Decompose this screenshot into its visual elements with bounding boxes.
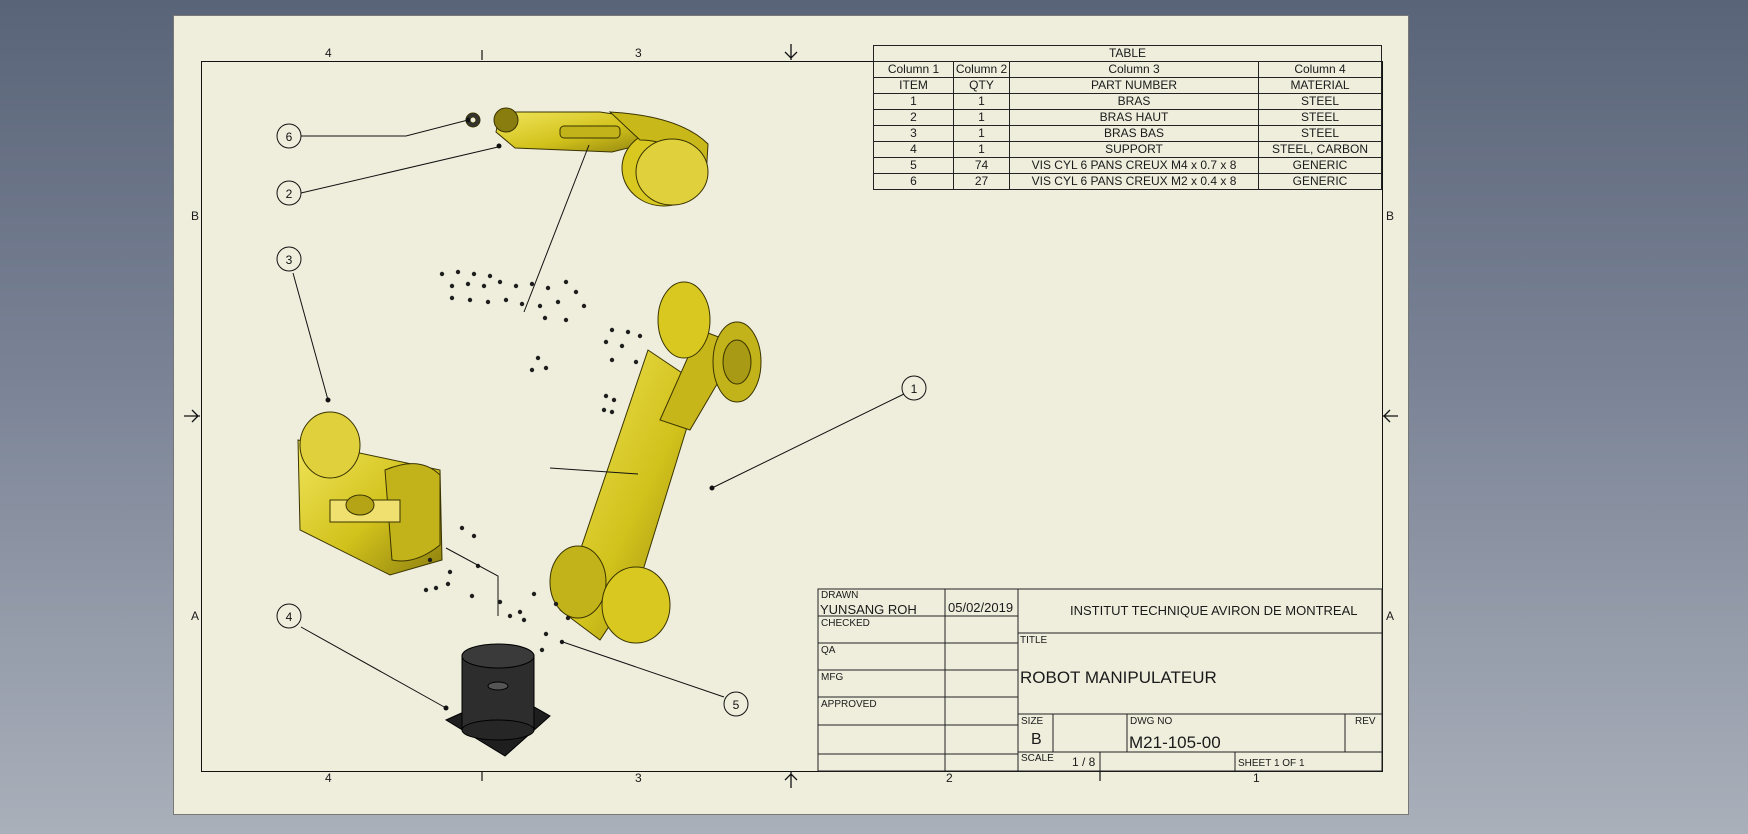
balloon-2: 2 <box>286 187 293 201</box>
bom-cell-material: GENERIC <box>1258 157 1382 174</box>
drawn-by: YUNSANG ROH <box>820 602 917 617</box>
table-row: 3 1 BRAS BAS STEEL <box>873 125 1382 142</box>
balloon-3: 3 <box>286 253 293 267</box>
bom-cell-material: STEEL, CARBON <box>1258 141 1382 158</box>
zone-top-3: 3 <box>635 46 642 60</box>
zone-right-a: A <box>1386 609 1395 623</box>
bom-cell-item: 1 <box>873 93 954 110</box>
bom-cell-material: GENERIC <box>1258 173 1382 190</box>
dwg-no-value: M21-105-00 <box>1129 733 1221 752</box>
approved-label: APPROVED <box>821 699 877 710</box>
zone-bottom-3: 3 <box>635 771 642 785</box>
bom-cell-qty: 27 <box>953 173 1010 190</box>
sheet-number: SHEET 1 OF 1 <box>1238 758 1305 769</box>
size-label: SIZE <box>1021 716 1044 727</box>
zone-bottom-4: 4 <box>325 771 332 785</box>
title-block-grid <box>817 588 1383 772</box>
bom-table: TABLE Column 1 Column 2 Column 3 Column … <box>873 45 1382 190</box>
bom-cell-material: STEEL <box>1258 109 1382 126</box>
bom-cell-part: VIS CYL 6 PANS CREUX M4 x 0.7 x 8 <box>1009 157 1259 174</box>
drawn-label: DRAWN <box>821 590 859 601</box>
scale-value: 1 / 8 <box>1072 755 1096 769</box>
centering-marks <box>184 44 1398 788</box>
bom-cell-item: 2 <box>873 109 954 126</box>
bom-cell-part: BRAS <box>1009 93 1259 110</box>
bom-column-3: Column 3 <box>1009 61 1259 78</box>
bom-cell-part: BRAS BAS <box>1009 125 1259 142</box>
balloon-5: 5 <box>733 698 740 712</box>
checked-label: CHECKED <box>821 618 870 629</box>
bom-column-2: Column 2 <box>953 61 1010 78</box>
qa-label: QA <box>821 645 836 656</box>
screws-scatter <box>423 269 643 653</box>
bom-cell-part: BRAS HAUT <box>1009 109 1259 126</box>
zone-left-b: B <box>191 209 200 223</box>
zone-right-b: B <box>1386 209 1395 223</box>
balloon-1: 1 <box>911 382 918 396</box>
company-name: INSTITUT TECHNIQUE AVIRON DE MONTREAL <box>1070 603 1358 618</box>
bom-cell-item: 5 <box>873 157 954 174</box>
zone-top-4: 4 <box>325 46 332 60</box>
table-row: 5 74 VIS CYL 6 PANS CREUX M4 x 0.7 x 8 G… <box>873 157 1382 174</box>
rev-label: REV <box>1355 716 1376 727</box>
zone-bottom-2: 2 <box>946 771 953 785</box>
bom-header-qty: QTY <box>953 77 1010 94</box>
bom-header-material: MATERIAL <box>1258 77 1382 94</box>
bom-header-item: ITEM <box>873 77 954 94</box>
bom-cell-item: 3 <box>873 125 954 142</box>
bom-cell-item: 4 <box>873 141 954 158</box>
zone-left-a: A <box>191 609 200 623</box>
bom-header-part-number: PART NUMBER <box>1009 77 1259 94</box>
balloons <box>276 123 927 717</box>
bom-title: TABLE <box>873 45 1382 62</box>
bom-column-4: Column 4 <box>1258 61 1382 78</box>
bom-cell-material: STEEL <box>1258 93 1382 110</box>
mfg-label: MFG <box>821 672 844 683</box>
upper-arm-part <box>465 107 709 207</box>
balloon-4: 4 <box>286 610 293 624</box>
table-row: 1 1 BRAS STEEL <box>873 93 1382 110</box>
leader-dots <box>325 117 715 711</box>
bom-column-1: Column 1 <box>873 61 954 78</box>
dwg-no-label: DWG NO <box>1130 716 1173 727</box>
bom-cell-part: SUPPORT <box>1009 141 1259 158</box>
title-label: TITLE <box>1020 635 1048 646</box>
bom-cell-item: 6 <box>873 173 954 190</box>
bom-cell-material: STEEL <box>1258 125 1382 142</box>
bom-cell-qty: 1 <box>953 93 1010 110</box>
table-row: 6 27 VIS CYL 6 PANS CREUX M2 x 0.4 x 8 G… <box>873 173 1382 190</box>
bom-cell-qty: 1 <box>953 141 1010 158</box>
arm-part <box>549 281 762 644</box>
size-value: B <box>1031 731 1042 748</box>
bom-cell-qty: 74 <box>953 157 1010 174</box>
bom-cell-part: VIS CYL 6 PANS CREUX M2 x 0.4 x 8 <box>1009 173 1259 190</box>
drawn-date: 05/02/2019 <box>948 600 1014 615</box>
bom-cell-qty: 1 <box>953 109 1010 126</box>
drawing-title: ROBOT MANIPULATEUR <box>1020 668 1217 687</box>
zone-bottom-1: 1 <box>1253 771 1260 785</box>
scale-label: SCALE <box>1021 753 1054 764</box>
support-part <box>444 643 551 757</box>
leader-lines <box>292 119 905 709</box>
bom-cell-qty: 1 <box>953 125 1010 142</box>
balloon-6: 6 <box>286 130 293 144</box>
lower-arm-part <box>297 411 443 576</box>
table-row: 2 1 BRAS HAUT STEEL <box>873 109 1382 126</box>
table-row: 4 1 SUPPORT STEEL, CARBON <box>873 141 1382 158</box>
